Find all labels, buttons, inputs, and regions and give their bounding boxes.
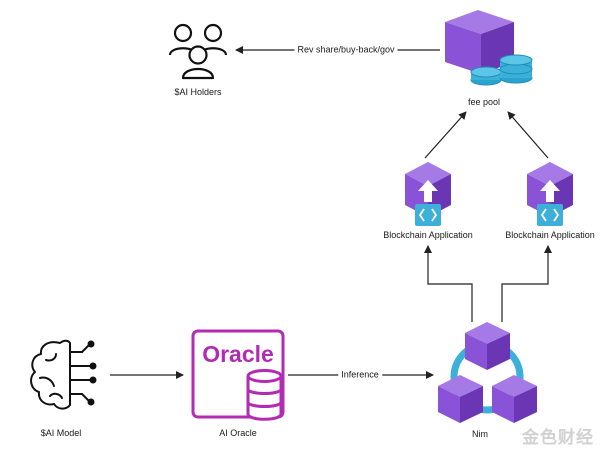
- edge-app-right-to-fee: [507, 111, 549, 159]
- edges: [110, 46, 552, 379]
- oracle-logo-text: Oracle: [202, 341, 274, 367]
- ai-oracle-label: AI Oracle: [219, 428, 257, 438]
- nim-label: Nim: [472, 429, 488, 439]
- edge-nim-to-app-right: [501, 245, 552, 322]
- edge-label-oracle-to-nim: Inference: [338, 370, 382, 380]
- blockchain-app-left-label: Blockchain Application: [383, 230, 473, 240]
- cube-with-coins-icon: [445, 10, 533, 86]
- brain-circuit-icon: [30, 339, 97, 410]
- cube-upload-code-icon: [527, 162, 573, 226]
- cube-upload-code-icon: [405, 162, 451, 226]
- edge-label-fee-to-holders: Rev share/buy-back/gov: [294, 45, 398, 55]
- blockchain-app-right-label: Blockchain Application: [505, 230, 595, 240]
- users-icon: [168, 23, 228, 80]
- watermark: 金色财经: [522, 428, 594, 447]
- edge-app-left-to-fee: [424, 111, 467, 159]
- holders-label: $AI Holders: [174, 87, 222, 97]
- cube-network-icon: [438, 322, 537, 423]
- fee-pool-label: fee pool: [467, 97, 501, 107]
- ai-model-label: $AI Model: [40, 428, 82, 438]
- oracle-database-icon: Oracle: [191, 329, 285, 421]
- edge-nim-to-app-left: [424, 245, 473, 322]
